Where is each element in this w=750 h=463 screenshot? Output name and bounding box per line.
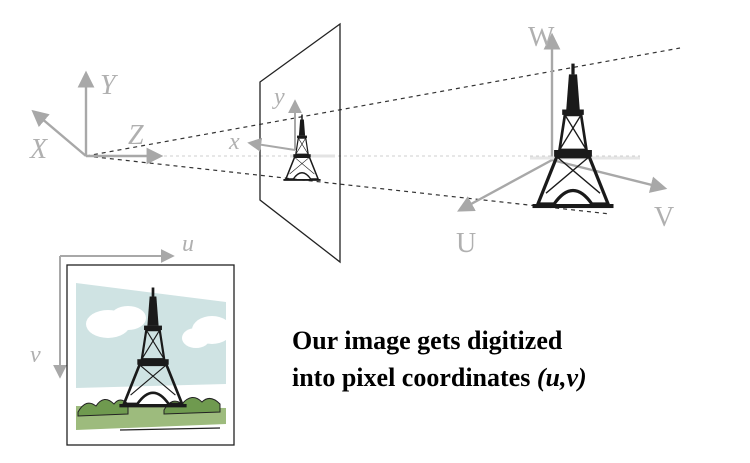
camera-y-label: Y [100,70,119,101]
projected-tower-icon [282,113,322,182]
world-frame: W V U [456,22,674,259]
world-v-label: V [654,202,674,233]
bushes [77,397,221,417]
caption: Our image gets digitized into pixel coor… [292,322,732,396]
caption-line-1: Our image gets digitized [292,326,563,355]
image-plane-x-label: x [228,129,240,155]
eiffel-tower-icon [530,61,616,210]
camera-x-axis [31,109,87,157]
image-plane-x-axis [247,137,296,152]
camera-z-label: Z [128,120,144,151]
world-w-label: W [528,22,555,53]
image-plane: y x [228,22,341,264]
pixel-u-label: u [182,231,194,257]
world-u-axis [457,158,553,212]
pixel-v-label: v [30,342,41,368]
projection-rays [85,47,681,215]
ray-upper [85,47,681,157]
world-v-axis [551,158,668,193]
caption-uv: (u,v) [536,363,587,392]
world-u-label: U [456,228,476,259]
sky-area [76,283,226,388]
camera-axes: Y X Z [29,70,164,165]
pixel-image: u v [30,231,235,446]
caption-line-2: into pixel coordinates (u,v) [292,359,732,396]
camera-x-label: X [29,134,48,165]
ray-lower [85,155,611,215]
caption-line-2-text: into pixel coordinates [292,363,537,392]
image-plane-y-label: y [272,84,285,110]
